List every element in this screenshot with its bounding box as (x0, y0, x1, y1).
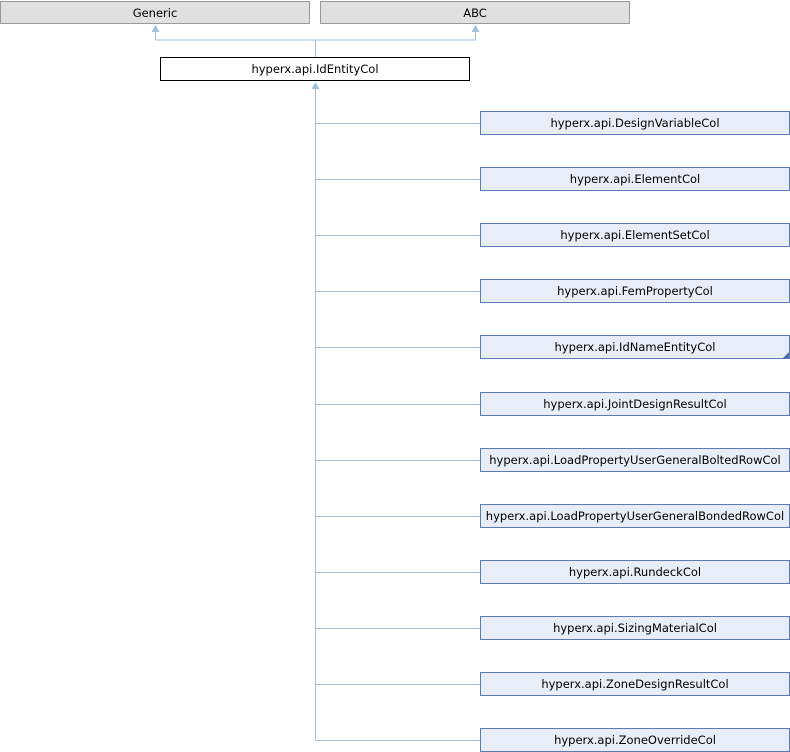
base-class-generic: Generic (0, 1, 310, 24)
derived-class-label: hyperx.api.ElementSetCol (560, 228, 710, 242)
derived-class-label: hyperx.api.JointDesignResultCol (543, 397, 727, 411)
derived-class-label: hyperx.api.RundeckCol (568, 565, 702, 579)
derived-class-node[interactable]: hyperx.api.DesignVariableCol (480, 111, 790, 135)
derived-class-node[interactable]: hyperx.api.LoadPropertyUserGeneralBonded… (480, 504, 790, 528)
arrow-to-generic-icon (151, 25, 160, 32)
arrow-to-current-icon (311, 82, 320, 89)
derived-class-node[interactable]: hyperx.api.FemPropertyCol (480, 279, 790, 303)
derived-class-node[interactable]: hyperx.api.LoadPropertyUserGeneralBolted… (480, 448, 790, 472)
derived-class-node[interactable]: hyperx.api.ZoneOverrideCol (480, 728, 790, 752)
base-class-abc: ABC (320, 1, 630, 24)
derived-class-label: hyperx.api.ZoneOverrideCol (554, 733, 716, 747)
base-class-label: Generic (132, 5, 178, 20)
more-subclasses-marker-icon (783, 352, 789, 358)
arrow-to-abc-icon (471, 25, 480, 32)
derived-class-label: hyperx.api.SizingMaterialCol (553, 621, 717, 635)
current-class: hyperx.api.IdEntityCol (160, 57, 470, 81)
derived-class-label: hyperx.api.IdNameEntityCol (554, 340, 716, 354)
derived-class-node[interactable]: hyperx.api.JointDesignResultCol (480, 392, 790, 416)
derived-class-label: hyperx.api.LoadPropertyUserGeneralBolted… (489, 453, 781, 467)
derived-class-label: hyperx.api.ElementCol (569, 172, 701, 186)
derived-class-label: hyperx.api.ZoneDesignResultCol (541, 677, 729, 691)
derived-class-label: hyperx.api.FemPropertyCol (557, 284, 713, 298)
derived-class-node[interactable]: hyperx.api.RundeckCol (480, 560, 790, 584)
derived-class-node[interactable]: hyperx.api.ElementSetCol (480, 223, 790, 247)
current-class-label: hyperx.api.IdEntityCol (251, 62, 379, 76)
derived-class-node[interactable]: hyperx.api.ZoneDesignResultCol (480, 672, 790, 696)
derived-class-label: hyperx.api.DesignVariableCol (550, 116, 720, 130)
derived-class-node[interactable]: hyperx.api.SizingMaterialCol (480, 616, 790, 640)
base-class-label: ABC (463, 5, 487, 20)
derived-class-label: hyperx.api.LoadPropertyUserGeneralBonded… (485, 509, 785, 523)
derived-class-node[interactable]: hyperx.api.ElementCol (480, 167, 790, 191)
derived-class-node[interactable]: hyperx.api.IdNameEntityCol (480, 335, 790, 359)
